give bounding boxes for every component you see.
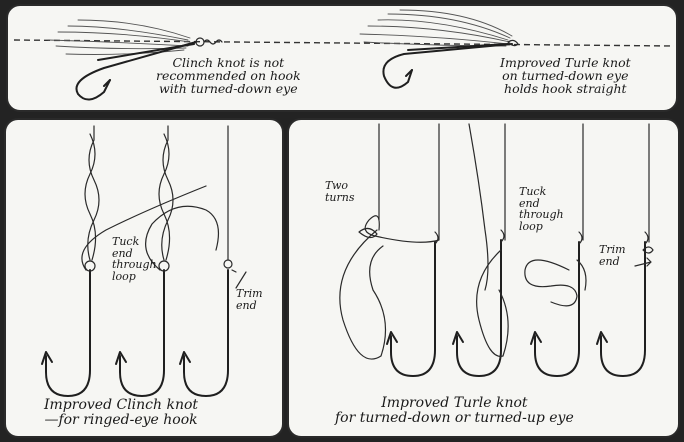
clinch-knot-panel: Tuck end through loop Trim end Improved …: [4, 118, 284, 438]
turle-step-2: [453, 124, 508, 376]
caption-line: —for ringed-eye hook: [44, 413, 198, 428]
line: [469, 124, 488, 290]
loop: [477, 250, 509, 356]
label-line: end: [599, 256, 626, 268]
hook-eye: [224, 260, 232, 268]
loop: [525, 260, 577, 306]
turle-knot-drawing: [289, 120, 680, 438]
turle-step-1: [340, 124, 439, 376]
label-line: turns: [325, 192, 355, 204]
clinch-tuck-label: Tuck end through loop: [112, 236, 157, 282]
hook: [46, 270, 90, 396]
turle-step-3: [525, 124, 586, 376]
hook: [457, 240, 501, 376]
caption-line: with turned-down eye: [156, 82, 301, 95]
turle-tuck-label: Tuck end through loop: [519, 186, 564, 232]
top-panel: Clinch knot is not recommended on hook w…: [6, 4, 678, 112]
clinch-step-3: [180, 126, 246, 396]
hook: [120, 270, 164, 396]
loop: [340, 230, 386, 359]
label-line: Two: [325, 180, 355, 192]
turle-knot-panel: Two turns Tuck end through loop Trim end…: [287, 118, 680, 438]
label-line: loop: [112, 271, 157, 283]
turle-trim-label: Trim end: [599, 244, 626, 267]
label-line: through: [519, 209, 564, 221]
line: [162, 126, 173, 260]
clinch-caption: Improved Clinch knot —for ringed-eye hoo…: [44, 398, 198, 427]
trim-arrow: [232, 270, 246, 288]
label-line: through: [112, 259, 157, 271]
line: [159, 134, 170, 260]
clinch-caption: Clinch knot is not recommended on hook w…: [156, 56, 301, 95]
label-line: Tuck: [112, 236, 157, 248]
turle-caption: Improved Turle knot on turned-down eye h…: [500, 56, 631, 95]
line: [88, 126, 99, 260]
caption-line: Improved Turle knot: [335, 396, 574, 411]
trim-arrow: [635, 258, 651, 266]
clinch-trim-label: Trim end: [236, 288, 263, 311]
label-line: loop: [519, 221, 564, 233]
fly-turle: [360, 10, 518, 88]
caption-line: Improved Clinch knot: [44, 398, 198, 413]
caption-line: holds hook straight: [500, 82, 631, 95]
caption-line: for turned-down or turned-up eye: [335, 411, 574, 426]
line: [365, 124, 439, 242]
leader-line: [14, 40, 674, 46]
label-line: Trim: [599, 244, 626, 256]
label-line: Tuck: [519, 186, 564, 198]
turle-caption: Improved Turle knot for turned-down or t…: [335, 396, 574, 425]
label-line: Trim: [236, 288, 263, 300]
feather: [378, 20, 508, 40]
hook: [535, 242, 579, 376]
hook-shank: [383, 44, 512, 88]
label-line: end: [236, 300, 263, 312]
hook: [391, 242, 435, 376]
hook: [184, 270, 228, 396]
feather: [68, 26, 188, 40]
turle-two-turns-label: Two turns: [325, 180, 355, 203]
